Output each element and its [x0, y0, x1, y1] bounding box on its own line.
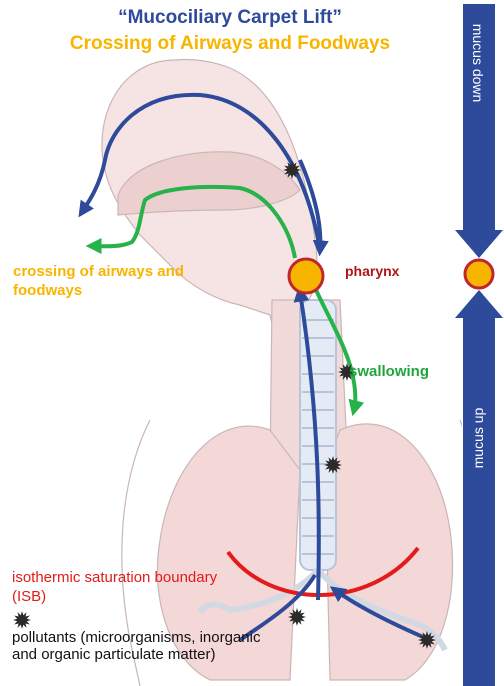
label-pollutants: pollutants (microorganisms, inorganic an… — [12, 629, 282, 663]
label-pharynx: pharynx — [345, 263, 399, 279]
label-swallowing: swallowing — [349, 363, 429, 380]
title-line1: “Mucociliary Carpet Lift” — [0, 7, 460, 29]
label-crossing: crossing of airways and foodways — [13, 262, 203, 300]
pharynx-marker — [289, 259, 323, 293]
label-mucus-up: mucus up — [470, 408, 486, 469]
label-mucus-down: mucus down — [470, 24, 486, 103]
right-lung — [325, 424, 453, 680]
side-pharynx-marker — [465, 260, 493, 288]
label-isb: isothermic saturation boundary (ISB) — [12, 568, 242, 606]
title-line2: Crossing of Airways and Foodways — [0, 33, 460, 55]
pollutant-particle-icon — [13, 611, 31, 629]
mucus-side-bar — [455, 0, 503, 686]
